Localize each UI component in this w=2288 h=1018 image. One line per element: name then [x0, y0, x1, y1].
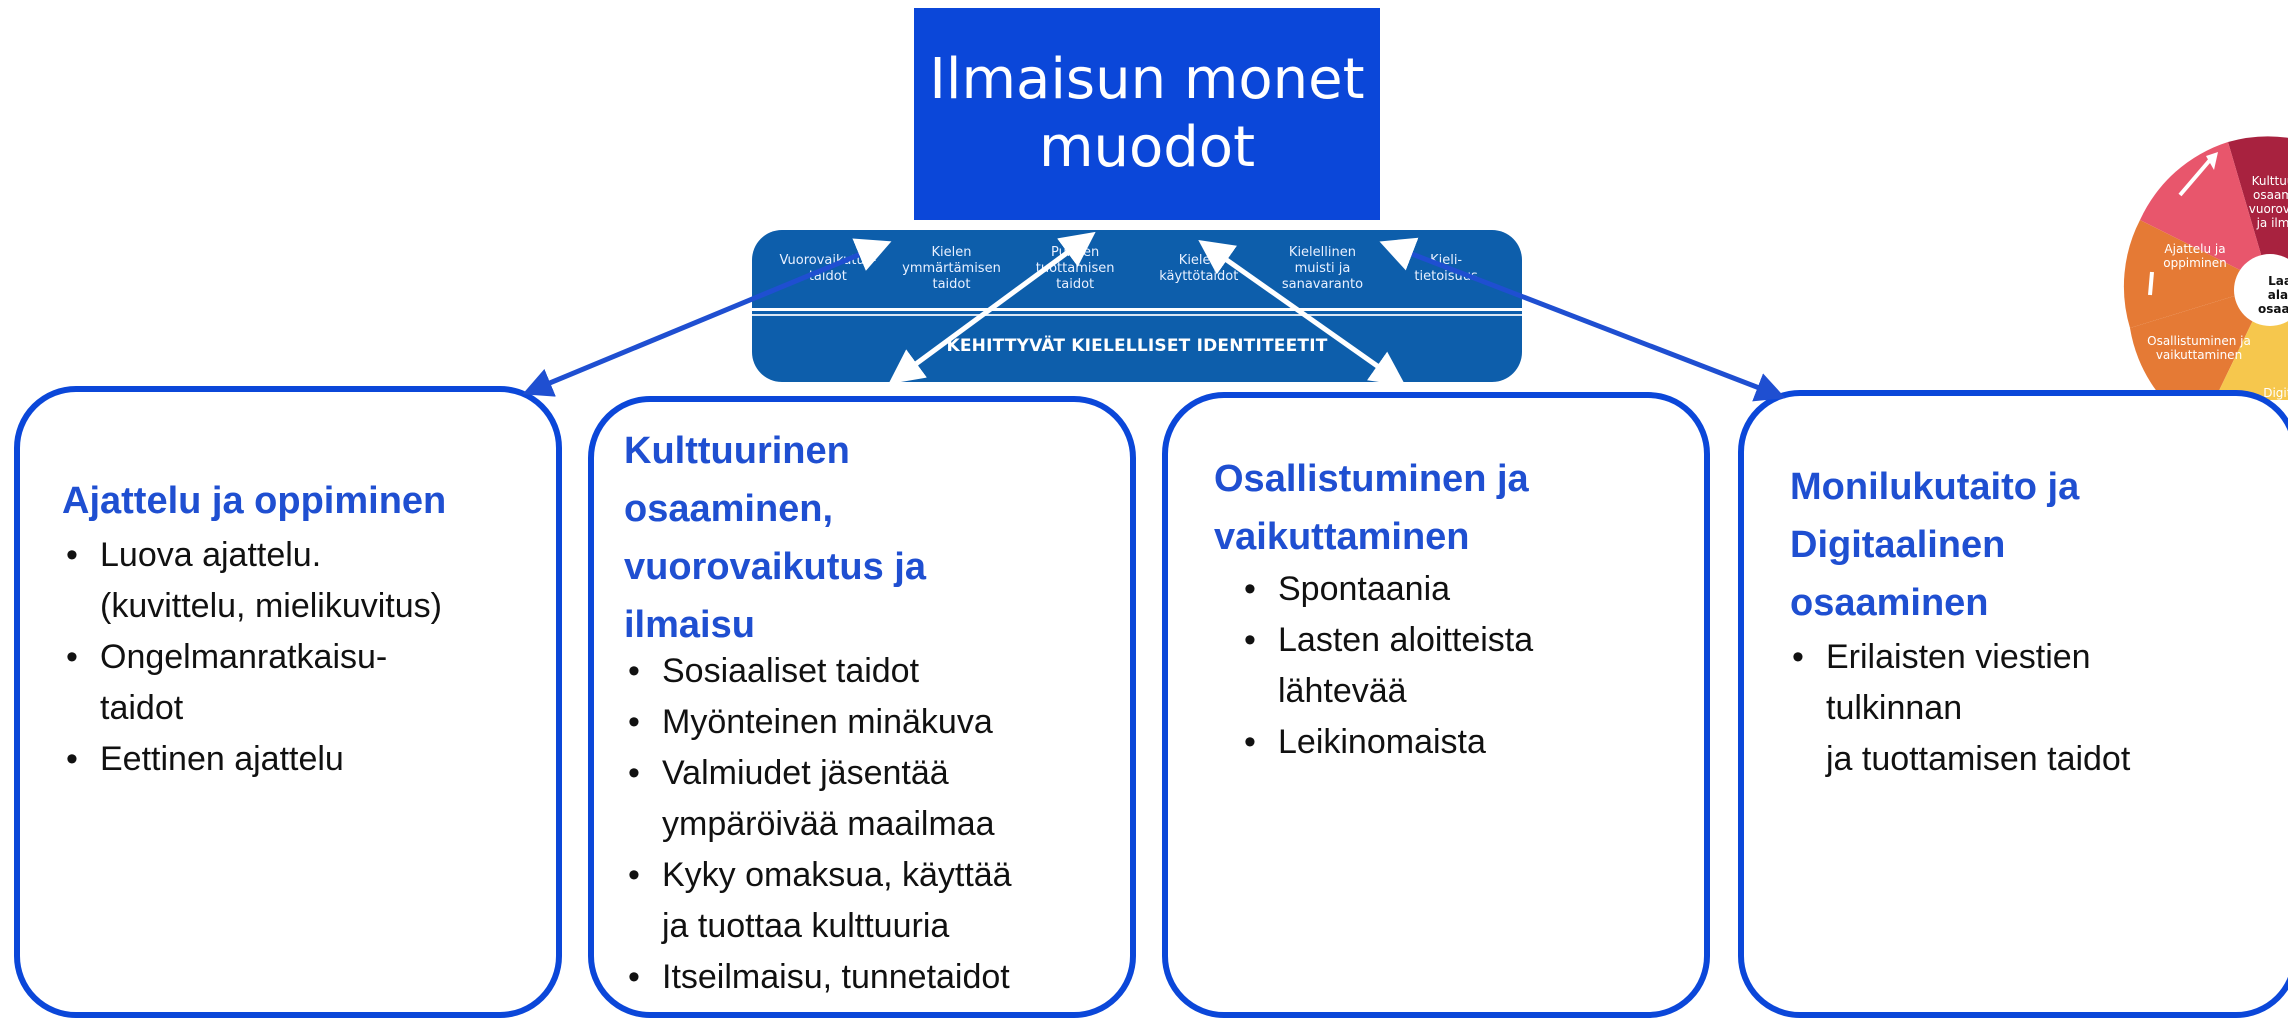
diagram-title: Ilmaisun monet muodot — [929, 47, 1365, 180]
card-title: Kulttuurinen osaaminen, vuorovaikutus ja… — [624, 430, 926, 646]
card-list: Erilaisten viestien tulkinnan ja tuottam… — [1792, 632, 2130, 785]
card-thinking-learning: Ajattelu ja oppiminen Luova ajattelu. (k… — [14, 386, 562, 1018]
arrow-to-card-digital — [1379, 237, 1786, 402]
card-list: Spontaania Lasten aloitteista lähtevää L… — [1244, 564, 1533, 768]
list-item: Erilaisten viestien tulkinnan ja tuottam… — [1792, 632, 2130, 785]
wheel-segment-participation — [2123, 220, 2270, 328]
wheel-label-digital: Digita osaam — [2263, 386, 2288, 400]
list-item: Valmiudet jäsentää ympäröivää maailmaa — [628, 748, 1012, 850]
wheel-segment-thinking — [2140, 142, 2270, 285]
arrow-to-card-participation — [1198, 239, 1406, 387]
card-list: Luova ajattelu. (kuvittelu, mielikuvitus… — [66, 530, 442, 785]
card-title: Ajattelu ja oppiminen — [62, 480, 447, 522]
wheel-arrow-2 — [2148, 271, 2154, 296]
list-item: Itseilmaisu, tunnetaidot — [628, 952, 1012, 1003]
diagram-title-box: Ilmaisun monet muodot — [914, 8, 1380, 220]
wheel-label-culture: Kulttuu osaam vuorova ja ilm — [2248, 174, 2288, 230]
wheel-center-label: Laa alai osaam — [2257, 274, 2288, 316]
list-item: Lasten aloitteista lähtevää — [1244, 615, 1533, 717]
card-multiliteracy-digital: Monilukutaito ja Digitaalinen osaaminen … — [1738, 390, 2288, 1018]
card-list: Sosiaaliset taidot Myönteinen minäkuva V… — [628, 646, 1012, 1003]
wheel-segment-culture-b — [2228, 136, 2288, 285]
banner-divider — [752, 308, 1522, 311]
card-title: Osallistuminen ja vaikuttaminen — [1214, 458, 1529, 558]
list-item: Eettinen ajattelu — [66, 734, 442, 785]
arrow-to-card-thinking — [522, 238, 892, 397]
list-item: Leikinomaista — [1244, 717, 1533, 768]
card-title: Monilukutaito ja Digitaalinen osaaminen — [1790, 466, 2080, 624]
wheel-arrowhead — [2206, 152, 2218, 170]
list-item: Luova ajattelu. (kuvittelu, mielikuvitus… — [66, 530, 442, 632]
wheel-center — [2234, 254, 2288, 326]
competence-wheel-fragment: Kulttuu osaam vuorova ja ilm Ajattelu ja… — [2110, 100, 2288, 400]
wheel-label-thinking: Ajattelu ja oppiminen — [2163, 242, 2227, 270]
wheel-graphic — [2123, 136, 2288, 400]
wheel-label-participation: Osallistuminen ja vaikuttaminen — [2147, 334, 2251, 362]
list-item: Sosiaaliset taidot — [628, 646, 1012, 697]
list-item: Myönteinen minäkuva — [628, 697, 1012, 748]
wheel-arrow — [2178, 158, 2212, 197]
card-culture-interaction: Kulttuurinen osaaminen, vuorovaikutus ja… — [588, 396, 1136, 1018]
banner-divider-thin — [752, 314, 1522, 316]
list-item: Ongelmanratkaisu- taidot — [66, 632, 442, 734]
list-item: Spontaania — [1244, 564, 1533, 615]
arrow-to-card-culture — [888, 231, 1096, 385]
list-item: Kyky omaksua, käyttää ja tuottaa kulttuu… — [628, 850, 1012, 952]
wheel-segment-participation-b — [2130, 285, 2270, 400]
